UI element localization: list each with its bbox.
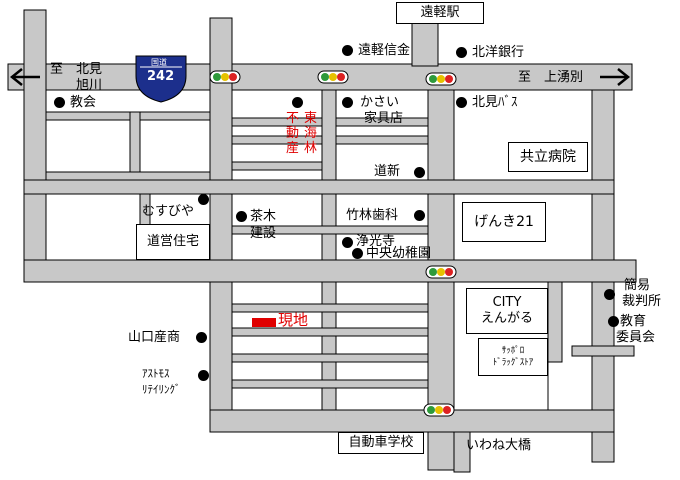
block-s2: [335, 281, 429, 411]
city-engaru-label-2: えんがる: [480, 311, 533, 326]
block-s1: [231, 281, 323, 411]
kyoiku-label-2: 委員会: [616, 330, 656, 345]
musubiya-label: むすびや: [142, 204, 195, 219]
site-label: 現地: [278, 311, 309, 329]
kyoiku-label: 教育: [620, 314, 647, 329]
kyoritsu-hospital-label: 共立病院: [508, 142, 588, 172]
kani-court-marker: [604, 289, 615, 300]
engaru-shinkin-marker: [342, 45, 353, 56]
astomos-marker: [198, 370, 209, 381]
chaki-marker: [236, 211, 247, 222]
church-marker: [54, 97, 65, 108]
musubiya-marker: [198, 194, 209, 205]
fudosan-label: 不動産: [286, 111, 300, 156]
chuo-kindergarten-label: 中央幼稚園: [366, 246, 432, 261]
kani-court-label-2: 裁判所: [622, 294, 662, 309]
block-nw: [45, 89, 211, 181]
sapporo-drug-label-2: ﾄﾞﾗｯｸﾞｽﾄｱ: [492, 358, 534, 368]
mid-road-2: [23, 259, 637, 283]
side-road-b: [571, 345, 635, 357]
jokoji-marker: [342, 237, 353, 248]
direction-arrows: [9, 68, 631, 86]
west-road: [23, 9, 47, 275]
kasai-label-2: 家具店: [364, 111, 404, 126]
engaru-shinkin-label: 遠軽信金: [358, 43, 411, 58]
church-label: 教会: [70, 95, 97, 110]
kitami-bus-marker: [456, 97, 467, 108]
astomos-label: ｱｽﾄﾓｽ: [142, 367, 170, 380]
sapporo-drug-label: ｻｯﾎﾟﾛ: [501, 346, 525, 356]
city-engaru-box: CITY えんがる: [466, 288, 548, 334]
chuo-kindergarten-marker: [352, 248, 363, 259]
genki21-label: げんき21: [462, 202, 546, 242]
site-marker: [252, 318, 276, 327]
driving-school-label: 自動車学校: [338, 432, 424, 454]
hokuyo-bank-label: 北洋銀行: [472, 45, 525, 60]
east-to: 至: [518, 70, 532, 85]
west-dest1: 北見: [76, 62, 103, 77]
route-sign-number: 242: [147, 69, 175, 84]
route-242-sign: [135, 55, 187, 103]
station-label: 遠軽駅: [396, 2, 484, 24]
yamaguchi-label: 山口産商: [128, 330, 181, 345]
kani-court-label: 簡易: [624, 278, 651, 293]
bridge-road: [453, 431, 471, 473]
kasai-label: かさい: [360, 95, 400, 110]
chaki-label-2: 建設: [250, 226, 277, 241]
route-sign-header: 国道: [151, 58, 167, 67]
astomos-label-2: ﾘﾃｲﾘﾝｸﾞ: [142, 383, 181, 396]
traffic-lights: [209, 70, 457, 417]
east-dest: 上湧別: [544, 70, 584, 85]
kasai-marker: [342, 97, 353, 108]
tokairin-label: 東海林: [304, 111, 318, 156]
chaki-label: 茶木: [250, 209, 277, 224]
city-engaru-label: CITY: [492, 295, 522, 310]
fudosan-marker: [292, 97, 303, 108]
takebayashi-dental-marker: [414, 210, 425, 221]
doei-jutaku-label: 道営住宅: [136, 224, 210, 260]
west-dest2: 旭川: [76, 78, 103, 93]
station-road: [411, 21, 439, 67]
west-to: 至: [50, 62, 64, 77]
yamaguchi-marker: [196, 332, 207, 343]
kitami-bus-label: 北見ﾊﾞｽ: [472, 95, 518, 110]
mid-road-1: [23, 179, 615, 195]
doshin-marker: [414, 167, 425, 178]
bottom-road: [209, 409, 615, 433]
jokoji-label: 浄光寺: [356, 234, 396, 249]
doshin-label: 道新: [374, 164, 401, 179]
iwane-bridge-label: いわね大橋: [466, 438, 532, 453]
hokuyo-bank-marker: [456, 47, 467, 58]
sapporo-drug-box: ｻｯﾎﾟﾛ ﾄﾞﾗｯｸﾞｽﾄｱ: [478, 338, 548, 376]
kyoiku-marker: [608, 316, 619, 327]
takebayashi-dental-label: 竹林歯科: [346, 208, 399, 223]
side-road-a: [547, 281, 563, 363]
